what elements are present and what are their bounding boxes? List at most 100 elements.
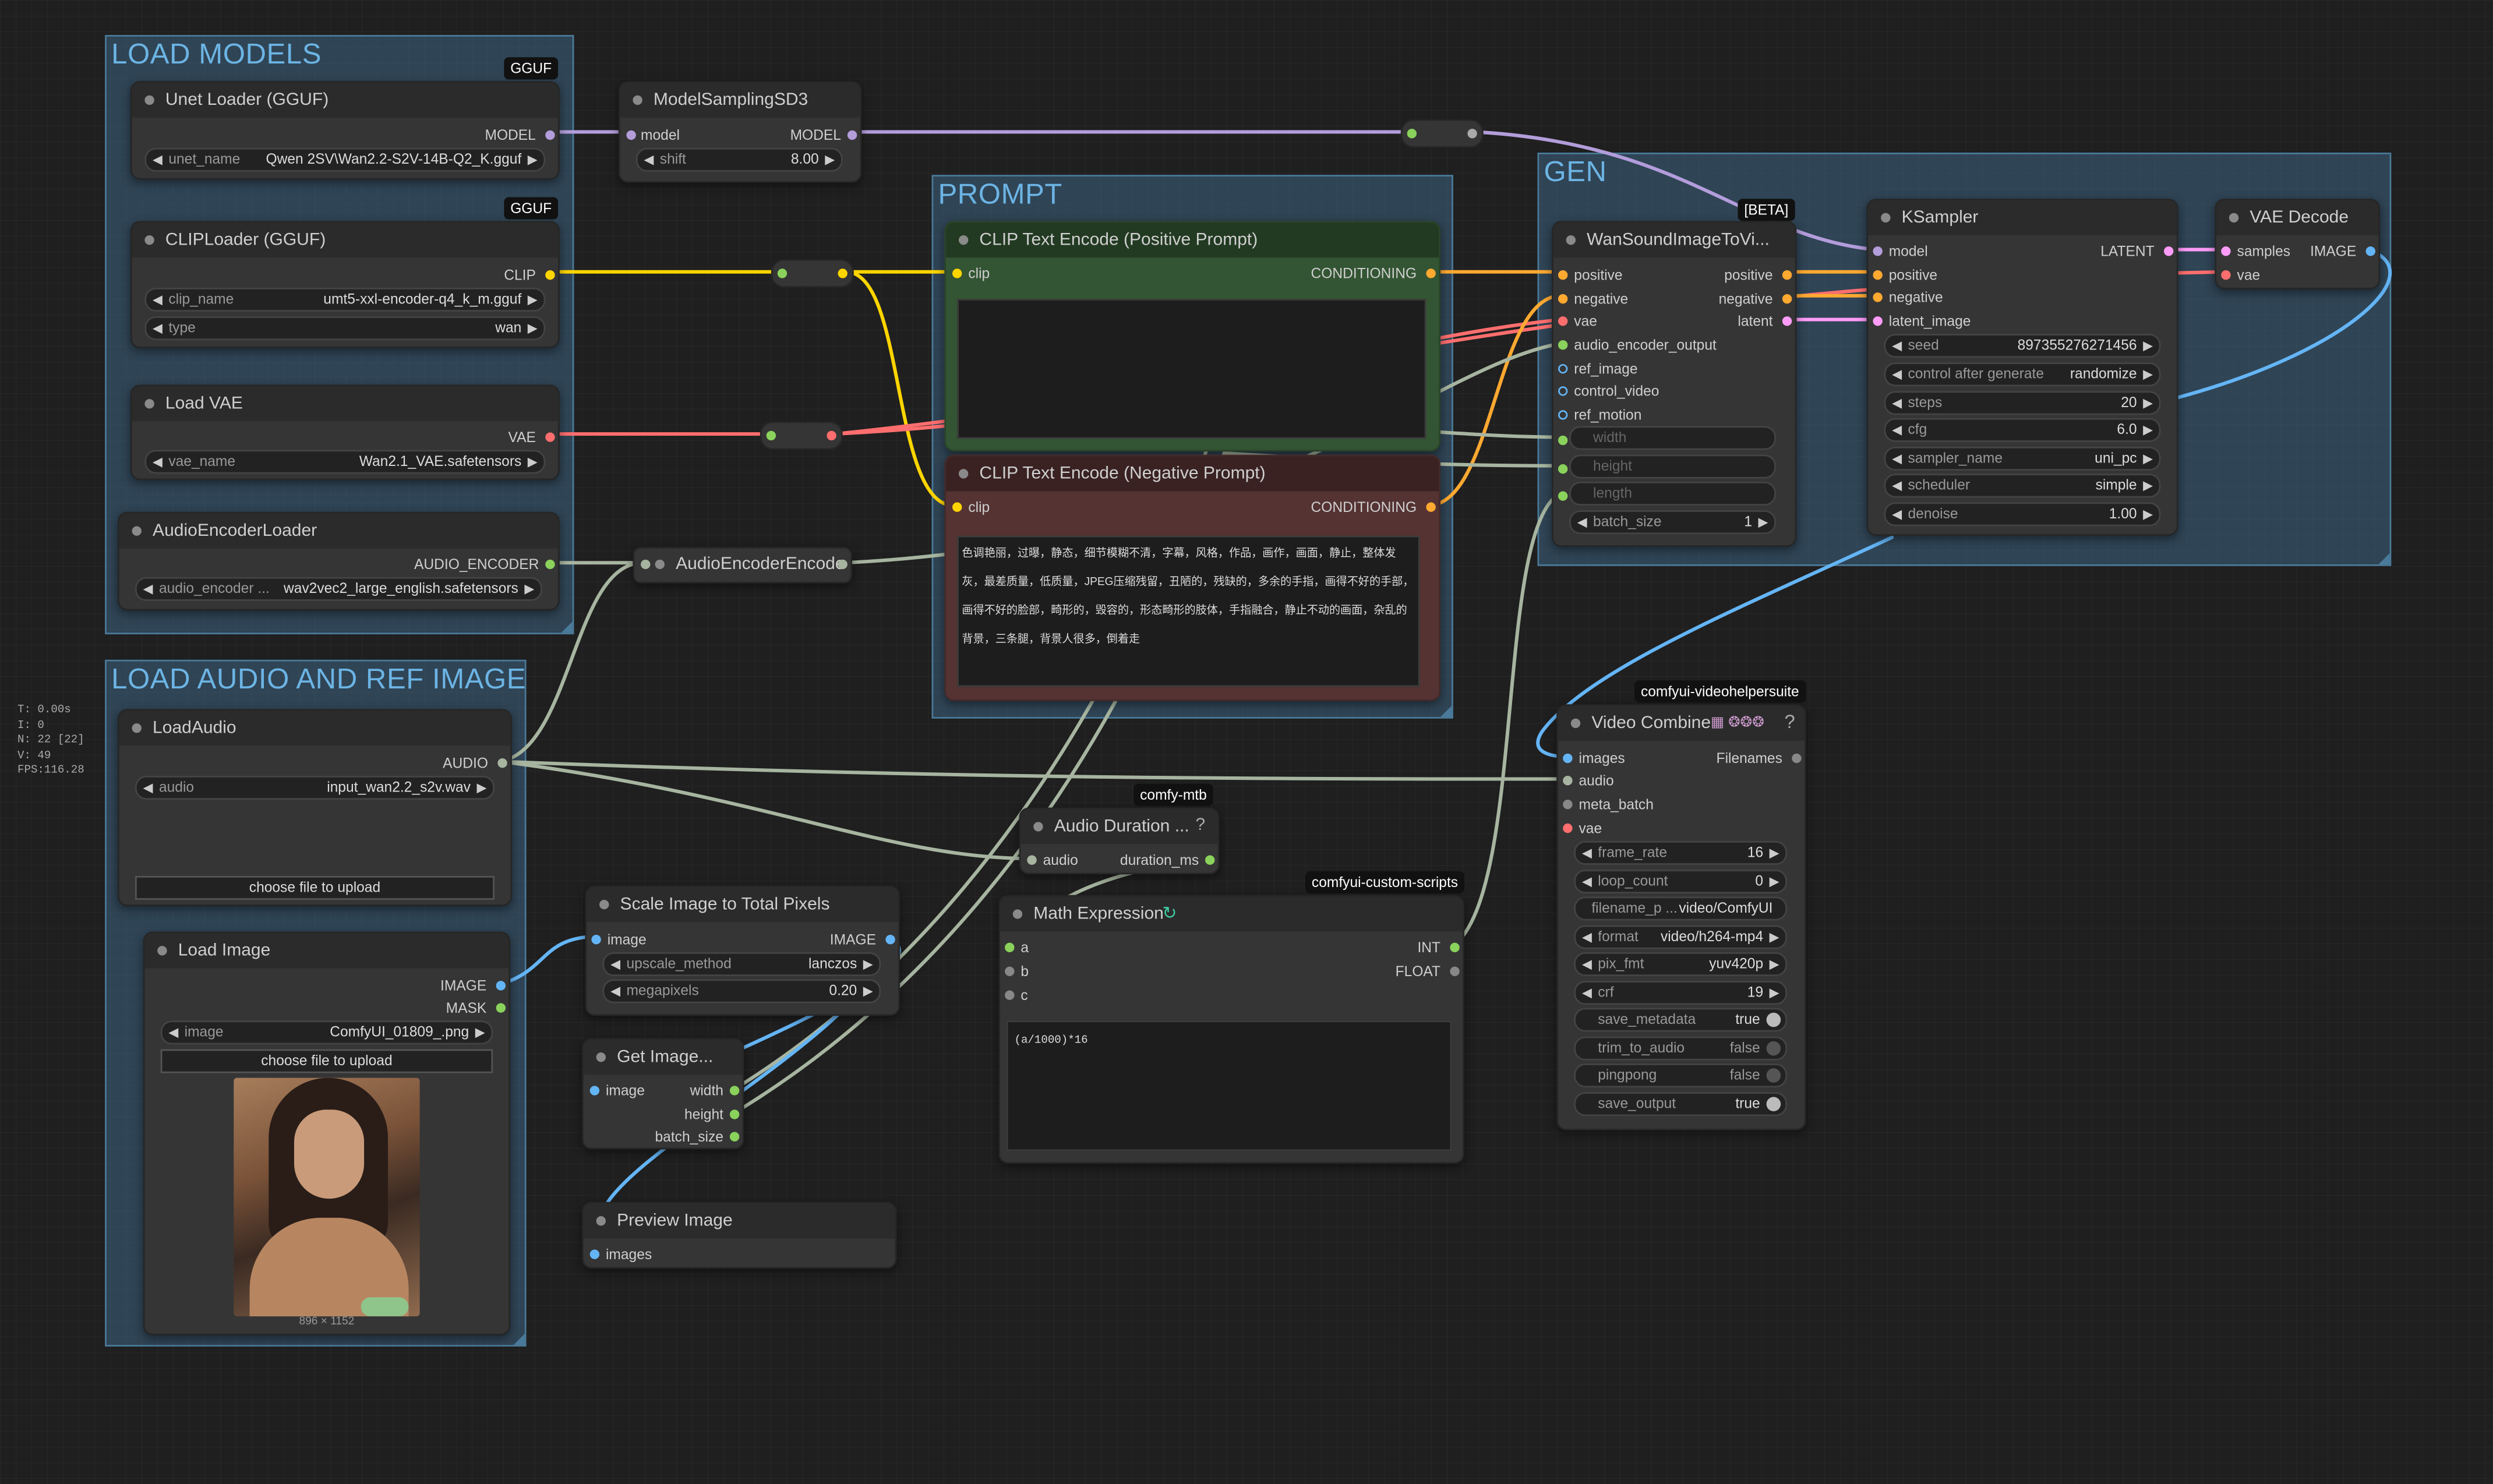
- arrow-right-icon[interactable]: ▶: [1769, 930, 1779, 945]
- output-filenames-pin[interactable]: [1792, 753, 1802, 764]
- choose-file-button[interactable]: choose file to upload: [160, 1049, 493, 1073]
- negative-prompt-textarea[interactable]: 色调艳丽，过曝，静态，细节模糊不清，字幕，风格，作品，画作，画面，静止，整体发灰…: [957, 535, 1420, 687]
- arrow-right-icon[interactable]: ▶: [527, 454, 538, 469]
- node-header[interactable]: Video Combine▦ ❂❂❂?: [1558, 705, 1805, 741]
- input-images-pin[interactable]: [589, 1249, 600, 1259]
- arrow-left-icon[interactable]: ◀: [1892, 395, 1902, 411]
- input-images-pin[interactable]: [1563, 753, 1573, 764]
- arrow-left-icon[interactable]: ◀: [610, 957, 620, 971]
- group-resize-handle[interactable]: [513, 1334, 525, 1345]
- collapse-dot[interactable]: [596, 1052, 606, 1062]
- input-height-pin[interactable]: [1558, 464, 1568, 474]
- input-vae-pin[interactable]: [1563, 823, 1573, 833]
- output-model-pin[interactable]: [847, 130, 857, 140]
- collapse-dot[interactable]: [1881, 213, 1891, 223]
- node-clip-text-encode-positive[interactable]: CLIP Text Encode (Positive Prompt) clip …: [944, 221, 1441, 452]
- node-header[interactable]: AudioEncoderLoader: [119, 513, 559, 549]
- reroute-model[interactable]: [1400, 119, 1484, 148]
- arrow-left-icon[interactable]: ◀: [644, 153, 654, 167]
- output-positive-pin[interactable]: [1782, 270, 1792, 280]
- output-image-pin[interactable]: [496, 981, 506, 991]
- input-c-pin[interactable]: [1005, 990, 1015, 1000]
- collapse-dot[interactable]: [132, 723, 142, 733]
- collapse-dot[interactable]: [1033, 822, 1043, 832]
- arrow-right-icon[interactable]: ▶: [863, 957, 873, 971]
- output-negative-pin[interactable]: [1782, 294, 1792, 304]
- output-height-pin[interactable]: [729, 1110, 740, 1119]
- node-header[interactable]: Load Image: [144, 933, 509, 969]
- filename-prefix-widget[interactable]: filename_p ...video/ComfyUI: [1574, 896, 1788, 921]
- output-audio-pin[interactable]: [497, 758, 507, 768]
- reroute-input-pin[interactable]: [777, 268, 788, 278]
- node-preview-image[interactable]: Preview Image images: [582, 1202, 897, 1269]
- arrow-right-icon[interactable]: ▶: [2143, 367, 2153, 382]
- reroute-output-pin[interactable]: [827, 430, 836, 441]
- arrow-right-icon[interactable]: ▶: [2143, 395, 2153, 411]
- arrow-left-icon[interactable]: ◀: [1892, 507, 1902, 522]
- node-header[interactable]: VAE Decode: [2216, 200, 2379, 235]
- arrow-right-icon[interactable]: ▶: [2143, 338, 2153, 353]
- help-icon[interactable]: ?: [1195, 815, 1206, 835]
- arrow-left-icon[interactable]: ◀: [153, 454, 163, 469]
- arrow-right-icon[interactable]: ▶: [825, 153, 835, 167]
- output-vae-pin[interactable]: [545, 432, 555, 442]
- input-model-pin[interactable]: [626, 130, 636, 140]
- collapse-dot[interactable]: [596, 1216, 606, 1226]
- input-clip-pin[interactable]: [952, 268, 962, 278]
- input-control-video-pin[interactable]: [1558, 386, 1568, 396]
- arrow-left-icon[interactable]: ◀: [1581, 957, 1592, 971]
- node-header[interactable]: Preview Image: [583, 1203, 895, 1239]
- output-float-pin[interactable]: [1450, 966, 1460, 976]
- input-ref-motion-pin[interactable]: [1558, 410, 1568, 420]
- arrow-right-icon[interactable]: ▶: [2143, 507, 2153, 522]
- expression-textarea[interactable]: (a/1000)*16: [1006, 1020, 1452, 1151]
- arrow-right-icon[interactable]: ▶: [527, 153, 538, 167]
- arrow-right-icon[interactable]: ▶: [2143, 478, 2153, 493]
- arrow-left-icon[interactable]: ◀: [168, 1025, 179, 1040]
- collapse-dot[interactable]: [1570, 718, 1581, 729]
- arrow-right-icon[interactable]: ▶: [475, 1025, 485, 1040]
- reroute-input-pin[interactable]: [1407, 129, 1417, 139]
- input-model-pin[interactable]: [1873, 246, 1883, 256]
- arrow-left-icon[interactable]: ◀: [153, 153, 163, 167]
- node-wan-sound-image-to-video[interactable]: WanSoundImageToVi... positive negative v…: [1552, 221, 1797, 547]
- audio-encoder-widget[interactable]: ◀audio_encoder ...wav2vec2_large_english…: [135, 577, 542, 601]
- output-mask-pin[interactable]: [496, 1003, 506, 1013]
- node-header[interactable]: WanSoundImageToVi...: [1553, 222, 1795, 258]
- input-positive-pin[interactable]: [1873, 270, 1883, 280]
- node-clip-text-encode-negative[interactable]: CLIP Text Encode (Negative Prompt) clip …: [944, 454, 1441, 701]
- input-latent-pin[interactable]: [1873, 316, 1883, 326]
- output-pin[interactable]: [838, 559, 848, 570]
- collapse-dot[interactable]: [958, 469, 969, 479]
- arrow-left-icon[interactable]: ◀: [1892, 367, 1902, 382]
- input-negative-pin[interactable]: [1873, 292, 1883, 302]
- output-duration-pin[interactable]: [1205, 855, 1215, 865]
- arrow-left-icon[interactable]: ◀: [143, 780, 153, 795]
- node-header[interactable]: Unet Loader (GGUF): [132, 82, 559, 118]
- collapse-dot[interactable]: [144, 399, 154, 409]
- arrow-right-icon[interactable]: ▶: [1769, 874, 1779, 889]
- input-vae-pin[interactable]: [1558, 316, 1568, 326]
- positive-prompt-textarea[interactable]: [957, 299, 1426, 439]
- arrow-left-icon[interactable]: ◀: [153, 292, 163, 307]
- output-model-pin[interactable]: [545, 130, 555, 140]
- collapse-dot[interactable]: [132, 526, 142, 536]
